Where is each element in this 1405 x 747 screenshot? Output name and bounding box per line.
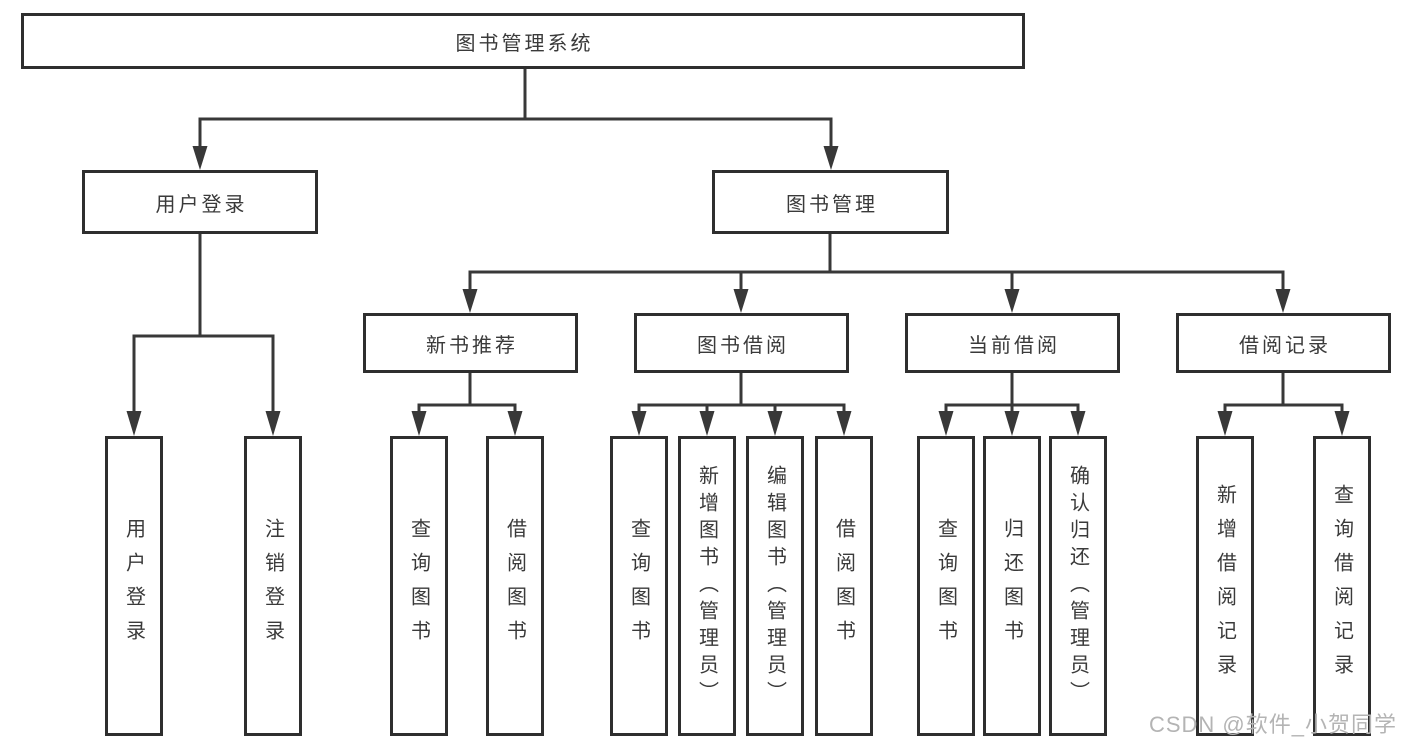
- connector-bookborrow-to-leaves: [631, 373, 852, 436]
- leaf-query-books-recommend: 查询图书: [390, 436, 448, 736]
- leaf-edit-books-admin: 编辑图书（管理员）: [746, 436, 804, 736]
- node-borrow-records: 借阅记录: [1176, 313, 1391, 373]
- connector-records-to-leaves: [1217, 373, 1350, 436]
- leaf-confirm-return-admin: 确认归还（管理员）: [1049, 436, 1107, 736]
- connector-root-to-level2: [192, 69, 839, 170]
- connector-currentborrow-to-leaves: [938, 373, 1086, 436]
- csdn-watermark: CSDN @软件_小贺同学: [1148, 712, 1397, 737]
- leaf-add-borrow-record: 新增借阅记录: [1196, 436, 1254, 736]
- leaf-logout-login: 注销登录: [244, 436, 302, 736]
- leaf-return-books: 归还图书: [983, 436, 1041, 736]
- connector-newbook-to-leaves: [411, 373, 523, 436]
- node-new-book-recommend: 新书推荐: [363, 313, 578, 373]
- leaf-query-borrow-record: 查询借阅记录: [1313, 436, 1371, 736]
- node-user-login: 用户登录: [82, 170, 318, 234]
- leaf-add-books-admin: 新增图书（管理员）: [678, 436, 736, 736]
- node-current-borrow: 当前借阅: [905, 313, 1120, 373]
- connector-userlogin-to-leaves: [126, 234, 281, 436]
- node-book-management: 图书管理: [712, 170, 949, 234]
- node-book-borrow: 图书借阅: [634, 313, 849, 373]
- leaf-borrow-books: 借阅图书: [815, 436, 873, 736]
- connector-bookmgmt-to-level3: [462, 234, 1291, 313]
- leaf-borrow-books-recommend: 借阅图书: [486, 436, 544, 736]
- leaf-query-books-current: 查询图书: [917, 436, 975, 736]
- leaf-user-login: 用户登录: [105, 436, 163, 736]
- node-library-system-root: 图书管理系统: [21, 13, 1025, 69]
- leaf-query-books-borrow: 查询图书: [610, 436, 668, 736]
